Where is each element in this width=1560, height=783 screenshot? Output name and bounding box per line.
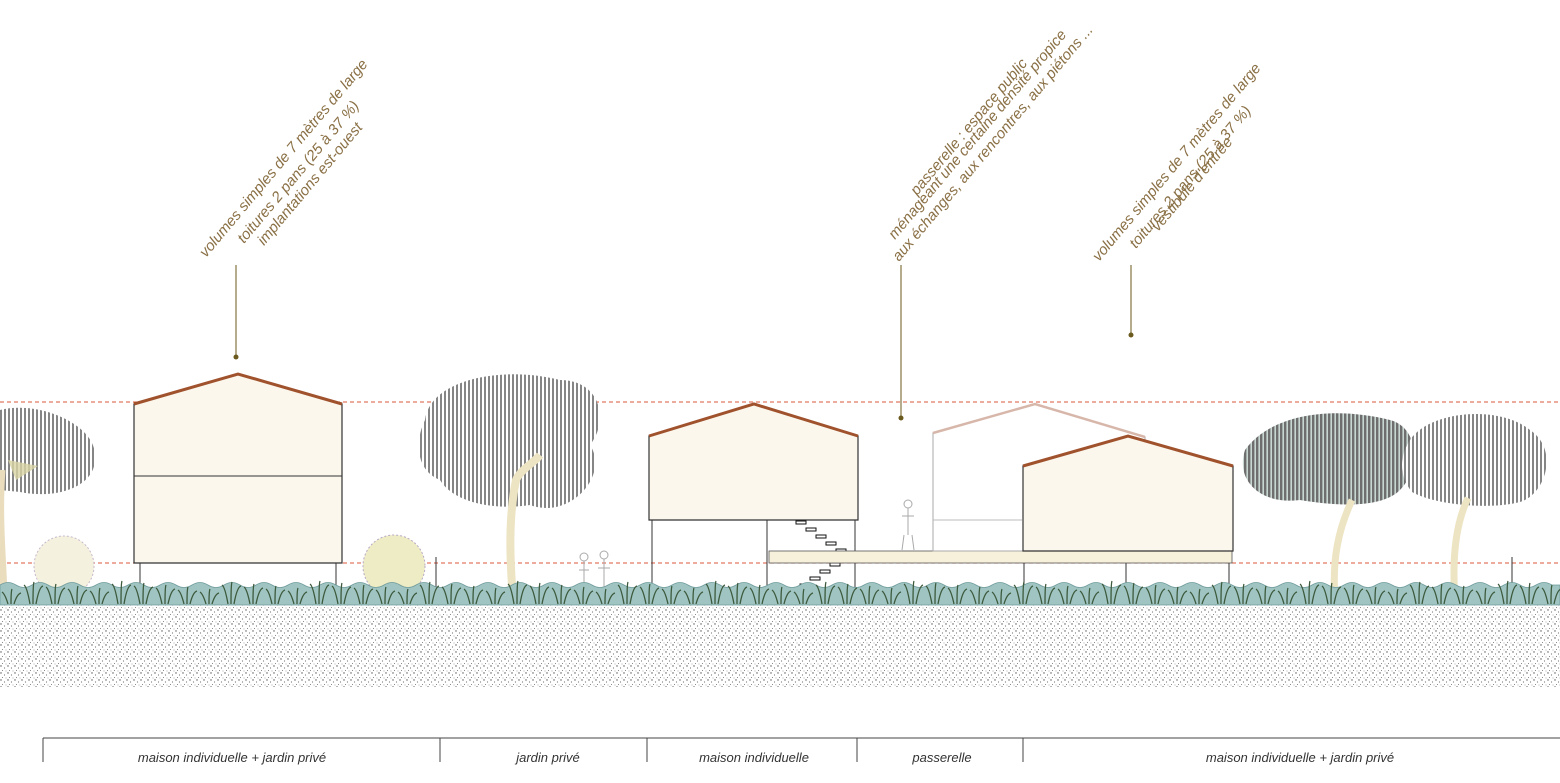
annotation-left-line2: toitures 2 pans (25 à 37 %) [234,98,363,247]
grass-tuft [991,588,1012,605]
grass-tuft [573,586,594,605]
grass-tuft [1519,582,1540,605]
zone-strip [42,737,1560,762]
grass-tuft [529,582,550,605]
zone-label-4: passerelle [911,750,971,765]
grass-tuft [1,588,22,605]
annotation-right-line1: volumes simples de 7 mètres de large [1089,60,1264,264]
grass-tuft [1475,587,1496,605]
grass-tuft [67,585,88,605]
grass-tuft [375,586,396,605]
grass-tuft [1497,580,1518,605]
pedestrian-figures [577,499,915,604]
grass-tuft [661,585,682,605]
house-center [648,402,859,605]
grass-tuft [331,582,352,605]
grass-tuft [133,582,154,605]
grass-tuft [639,583,660,605]
grass-tuft [1233,583,1254,605]
grass-tuft [1211,581,1232,605]
grass-tuft [1057,585,1078,605]
grass-tuft [1299,580,1320,605]
grass-tuft [1189,588,1210,605]
annotation-bridge-line2: ménageant une certaine densité propice [885,27,1070,243]
grass-tuft [199,588,220,605]
grass-tuft [1101,580,1122,605]
grass-tuft [1409,581,1430,605]
grass-tuft [1277,587,1298,605]
grass-tuft [309,580,330,605]
tree-right-1 [1242,413,1414,601]
grass-tuft [1035,583,1056,605]
grass-tuft [1123,582,1144,605]
grass-tuft [815,581,836,605]
zone-label-5: maison individuelle + jardin privé [1206,750,1394,765]
grass-tuft [419,581,440,605]
zone-label-2: jardin privé [514,750,580,765]
grass-tuft [903,580,924,605]
zone-label-1: maison individuelle + jardin privé [138,750,326,765]
tree-garden [418,374,600,601]
zone-label-3: maison individuelle [699,750,809,765]
grass-tuft [727,582,748,605]
grass-tuft [925,582,946,605]
grass-tuft [881,587,902,605]
annotation-bridge-line3: aux échanges, aux rencontres, aux piéton… [889,22,1097,265]
grass-tuft [397,588,418,605]
grass-tuft [155,584,176,605]
grass-tuft [1541,584,1560,605]
grass-tuft [1453,585,1474,605]
grass-tuft [243,583,264,605]
grass-tuft [705,580,726,605]
grass-tuft [551,584,572,605]
grass-tuft [111,580,132,605]
grass-tuft [859,585,880,605]
grass-tuft [23,581,44,605]
tree-right-2 [1402,413,1547,601]
grass-tuft [793,588,814,605]
grass-tuft [1431,583,1452,605]
house-right [1022,434,1234,552]
grass-tuft [45,583,66,605]
grass-tuft [507,580,528,605]
grass-tuft [749,584,770,605]
grass-tuft [969,586,990,605]
grass-tuft [221,581,242,605]
grass-tuft [1079,587,1100,605]
soil-band [0,605,1560,687]
grass-tuft [1013,581,1034,605]
grass-tuft [1167,586,1188,605]
grass-tuft [1343,584,1364,605]
grass-tuft [353,584,374,605]
grass-tuft [287,587,308,605]
house-left [133,372,343,605]
grass-tuft [595,588,616,605]
grass-tufts [1,580,1560,605]
grass-tuft [617,581,638,605]
grass-tuft [1255,585,1276,605]
grass-tuft [89,587,110,605]
grass-tuft [485,587,506,605]
annotation-leaders [233,265,1134,421]
grass-tuft [947,584,968,605]
grass-tuft [265,585,286,605]
grass-tuft [177,586,198,605]
grass-tuft [837,583,858,605]
grass-tuft [441,583,462,605]
grass-tuft [1145,584,1166,605]
grass-tuft [1387,588,1408,605]
grass-tuft [463,585,484,605]
grass-tuft [771,586,792,605]
annotation-left-line1: volumes simples de 7 mètres de large [196,56,371,260]
grass-tuft [1321,582,1342,605]
grass-tuft [683,587,704,605]
grass-tuft [1365,586,1386,605]
